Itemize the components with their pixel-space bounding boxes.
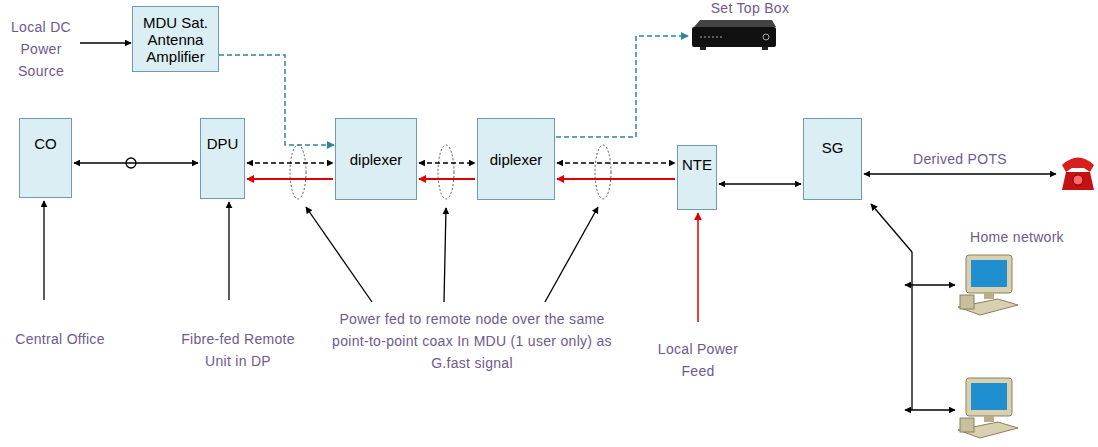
home-network-wire xyxy=(871,204,912,252)
node-label: MDU Sat. Antenna Amplifier xyxy=(136,14,215,65)
diplexer-box: diplexer xyxy=(477,118,555,200)
computer-icon xyxy=(958,378,1018,438)
coax-ellipse xyxy=(438,145,454,199)
power-feed-line xyxy=(419,178,475,180)
node-label: NTE xyxy=(682,156,712,173)
home-network-wire xyxy=(905,409,955,410)
node-label: diplexer xyxy=(350,151,403,168)
power-feed-arrow xyxy=(697,213,699,322)
amplifier-box: MDU Sat. Antenna Amplifier xyxy=(132,6,219,72)
device-label: Set Top Box xyxy=(700,0,800,19)
power-feed-label: Local Power Feed xyxy=(645,338,751,382)
service-label: Derived POTS xyxy=(895,148,1025,170)
node-label: DPU xyxy=(207,135,239,152)
power-source-label: Local DC Power Source xyxy=(2,16,80,82)
tv-signal-line xyxy=(556,36,688,137)
leader-arrow xyxy=(545,207,598,302)
home-network-wire xyxy=(911,252,912,410)
node-label: SG xyxy=(822,139,844,156)
location-label: Fibre-fed Remote Unit in DP xyxy=(176,328,300,372)
coax-signal xyxy=(419,162,475,163)
coax-ellipse xyxy=(595,145,611,199)
power-feed-line xyxy=(557,178,675,180)
location-label: Central Office xyxy=(10,328,110,350)
coax-signal xyxy=(247,162,333,163)
power-feed-line xyxy=(247,178,333,180)
dpu-box: DPU xyxy=(200,118,245,199)
nte-box: NTE xyxy=(677,145,717,210)
note-text: Power fed to remote node over the same p… xyxy=(322,308,622,374)
telephone-icon xyxy=(1062,158,1094,191)
coax-ellipse xyxy=(290,145,306,199)
home-network-wire xyxy=(905,284,955,285)
coax-signal xyxy=(557,162,675,163)
leader-arrow xyxy=(228,202,229,300)
node-label: diplexer xyxy=(490,151,543,168)
leader-arrow xyxy=(306,207,372,302)
diplexer-box: diplexer xyxy=(335,118,417,200)
feed-arrow xyxy=(80,42,131,43)
pots-line xyxy=(864,173,1056,174)
fibre-link xyxy=(74,162,198,163)
node-label: CO xyxy=(34,135,57,152)
leader-arrow xyxy=(444,208,446,302)
set-top-box xyxy=(692,20,776,50)
sg-box: SG xyxy=(803,118,862,200)
computer-icon xyxy=(958,255,1018,315)
central-office-box: CO xyxy=(19,118,72,198)
ethernet-link xyxy=(719,183,801,184)
network-label: Home network xyxy=(952,226,1082,248)
leader-arrow xyxy=(43,201,44,300)
